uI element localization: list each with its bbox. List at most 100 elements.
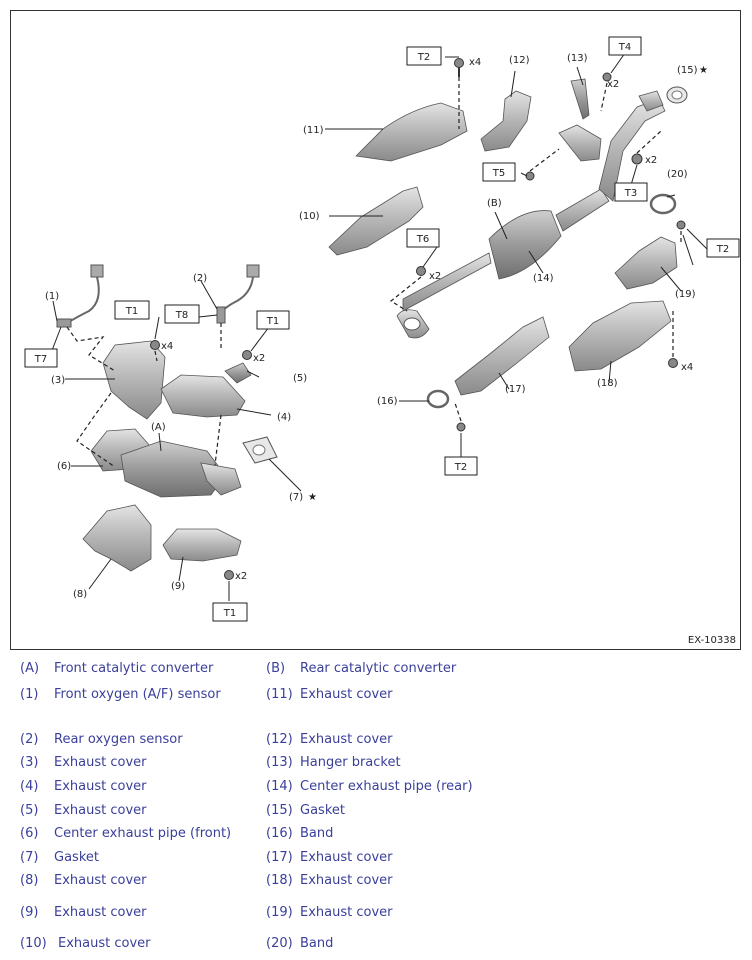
legend-item: (6) Center exhaust pipe (front) xyxy=(20,826,231,841)
torque-label-T5: T5 xyxy=(492,168,505,179)
center-exhaust-pipe-front xyxy=(90,428,242,498)
torque-label-T1: T1 xyxy=(266,316,279,327)
callout-7: (7) xyxy=(289,492,303,503)
legend-name: Band xyxy=(300,936,334,951)
exhaust-cover-19 xyxy=(614,236,678,290)
qty-label: x4 xyxy=(681,362,693,373)
torque-label-T4: T4 xyxy=(618,42,631,53)
bolt-icon xyxy=(676,220,686,230)
legend-name: Center exhaust pipe (front) xyxy=(54,826,232,841)
legend-name: Exhaust cover xyxy=(300,905,393,920)
gasket-7 xyxy=(242,436,278,464)
callout-8: (8) xyxy=(73,589,87,600)
exhaust-cover-9 xyxy=(162,528,242,562)
callout-19: (19) xyxy=(675,289,696,300)
legend-item: (1) Front oxygen (A/F) sensor xyxy=(20,687,221,702)
star-icon: ★ xyxy=(699,65,708,76)
legend-name: Exhaust cover xyxy=(58,936,151,951)
bolt-icon xyxy=(525,171,535,181)
callout-20: (20) xyxy=(667,169,688,180)
legend-item: (20) Band xyxy=(266,936,333,951)
exhaust-cover-3 xyxy=(102,340,166,420)
legend-name: Front oxygen (A/F) sensor xyxy=(54,687,221,702)
nut-icon xyxy=(150,340,160,350)
bolt-icon xyxy=(456,422,466,432)
legend-code: (19) xyxy=(266,905,293,920)
legend-name: Gasket xyxy=(300,803,345,818)
legend-code: (17) xyxy=(266,850,293,865)
legend-item: (5)Exhaust cover xyxy=(20,803,147,818)
legend-item: (A)Front catalytic converter xyxy=(20,661,213,676)
legend-code: (20) xyxy=(266,936,293,951)
legend-name: Exhaust cover xyxy=(54,905,147,920)
callout-16: (16) xyxy=(377,396,398,407)
callout-17: (17) xyxy=(505,384,526,395)
legend-name: Exhaust cover xyxy=(300,732,393,747)
nut-icon xyxy=(602,72,612,82)
legend-item: (16)Band xyxy=(266,826,333,841)
legend-item: (17)Exhaust cover xyxy=(266,850,393,865)
star-icon: ★ xyxy=(308,492,317,503)
legend-name: Exhaust cover xyxy=(300,873,393,888)
callout-9: (9) xyxy=(171,581,185,592)
legend-item: (9)Exhaust cover xyxy=(20,905,147,920)
legend-code: (11) xyxy=(266,687,293,702)
legend-name: Exhaust cover xyxy=(54,755,147,770)
legend-item: (3) Exhaust cover xyxy=(20,755,147,770)
exhaust-cover-5 xyxy=(224,362,252,384)
hanger-bracket-mount xyxy=(558,124,602,162)
center-exhaust-pipe-rear xyxy=(396,90,666,339)
legend-item: (18)Exhaust cover xyxy=(266,873,393,888)
legend-code: (3) xyxy=(20,755,39,770)
rear-catalytic-converter xyxy=(488,210,562,280)
callout-A: (A) xyxy=(151,422,166,433)
legend-code: (6) xyxy=(20,826,39,841)
legend-name: Exhaust cover xyxy=(300,687,393,702)
callout-11: (11) xyxy=(303,125,324,136)
band-20 xyxy=(649,193,677,215)
exhaust-cover-8 xyxy=(82,504,152,572)
legend-item: (19) Exhaust cover xyxy=(266,905,393,920)
callout-12: (12) xyxy=(509,55,530,66)
legend-item: (10)Exhaust cover xyxy=(20,936,151,951)
legend-item: (15) Gasket xyxy=(266,803,345,818)
callout-2: (2) xyxy=(193,273,207,284)
legend-name: Exhaust cover xyxy=(54,873,147,888)
nut-icon xyxy=(631,153,643,165)
legend-name: Rear catalytic converter xyxy=(300,661,457,676)
exhaust-cover-12 xyxy=(480,90,532,152)
torque-label-T7: T7 xyxy=(34,354,47,365)
torque-label-T2: T2 xyxy=(454,462,467,473)
legend-name: Front catalytic converter xyxy=(54,661,214,676)
legend-code: (15) xyxy=(266,803,293,818)
qty-label: x2 xyxy=(235,571,247,582)
diagram-canvas: (11) (12) (13) (15) ★ (10) (B) (14) (20)… xyxy=(24,36,740,622)
torque-label-T2: T2 xyxy=(417,52,430,63)
legend-item: (2)Rear oxygen sensor xyxy=(20,732,183,747)
exhaust-cover-10 xyxy=(328,186,424,256)
qty-label: x2 xyxy=(645,155,657,166)
legend-code: (5) xyxy=(20,803,39,818)
legend-item: (8) Exhaust cover xyxy=(20,873,147,888)
qty-label: x2 xyxy=(429,271,441,282)
exhaust-cover-4 xyxy=(160,374,246,418)
legend-code: (13) xyxy=(266,755,293,770)
callout-10: (10) xyxy=(299,211,320,222)
callout-13: (13) xyxy=(567,53,588,64)
legend-item: (B)Rear catalytic converter xyxy=(266,661,456,676)
qty-label: x4 xyxy=(161,341,173,352)
torque-label-T6: T6 xyxy=(416,234,429,245)
legend-code: (8) xyxy=(20,873,39,888)
legend-name: Gasket xyxy=(54,850,99,865)
exhaust-cover-17 xyxy=(454,316,550,396)
torque-label-T8: T8 xyxy=(175,310,188,321)
front-oxygen-sensor xyxy=(56,264,104,328)
legend-name: Exhaust cover xyxy=(54,779,147,794)
callout-14: (14) xyxy=(533,273,554,284)
legend-item: (4)Exhaust cover xyxy=(20,779,147,794)
legend-code: (1) xyxy=(20,687,39,702)
torque-label-T2: T2 xyxy=(716,244,729,255)
qty-label: x4 xyxy=(469,57,481,68)
callout-6: (6) xyxy=(57,461,71,472)
torque-label-T1: T1 xyxy=(125,306,138,317)
